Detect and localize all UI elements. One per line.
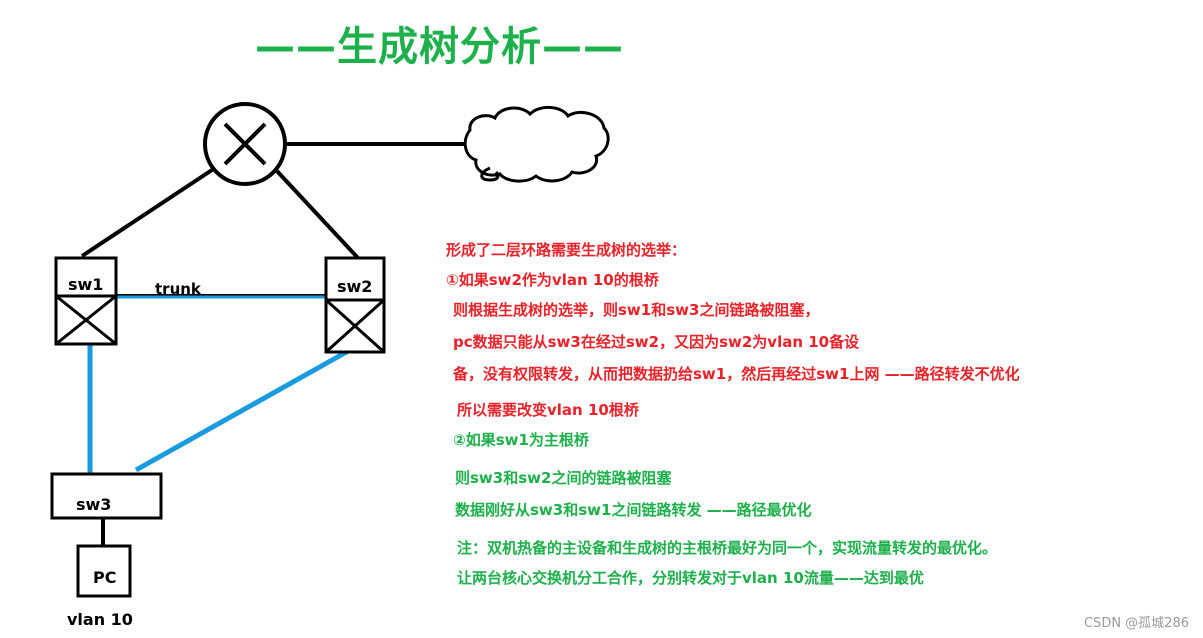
pc-box — [76, 544, 132, 598]
switch-sw1 — [54, 256, 118, 346]
note-line-2: ①如果sw2作为vlan 10的根桥 — [446, 271, 659, 289]
note-line-8: 则sw3和sw2之间的链路被阻塞 — [455, 469, 672, 487]
cloud-icon — [463, 106, 610, 183]
switch-sw3 — [50, 472, 163, 520]
pc-label: PC — [93, 568, 116, 587]
vlan-label: vlan 10 — [67, 610, 133, 629]
link-sw2-sw3 — [134, 347, 352, 473]
sw3-label: sw3 — [76, 495, 111, 514]
trunk-label: trunk — [155, 280, 202, 298]
page-title: ——生成树分析—— — [255, 24, 624, 70]
note-line-4: pc数据只能从sw3在经过sw2，又因为sw2为vlan 10备设 — [453, 333, 860, 351]
note-line-3: 则根据生成树的选举，则sw1和sw3之间链路被阻塞， — [453, 301, 820, 319]
note-line-6: 所以需要改变vlan 10根桥 — [457, 401, 639, 419]
switch-sw2 — [324, 256, 386, 354]
sw1-label: sw1 — [68, 275, 103, 294]
watermark: CSDN @孤城286 — [1083, 616, 1189, 631]
note-line-10: 注：双机热备的主设备和生成树的主根桥最好为同一个，实现流量转发的最优化。 — [457, 539, 998, 557]
link-router-sw1 — [80, 164, 220, 258]
note-line-7: ②如果sw1为主根桥 — [453, 431, 589, 449]
note-line-1: 形成了二层环路需要生成树的选举： — [446, 241, 687, 259]
link-router-sw2 — [274, 168, 360, 260]
sw2-label: sw2 — [337, 277, 372, 296]
note-line-5: 备，没有权限转发，从而把数据扔给sw1，然后再经过sw1上网 ——路径转发不优化 — [453, 365, 1020, 383]
note-line-11: 让两台核心交换机分工合作，分别转发对于vlan 10流量——达到最优 — [457, 569, 924, 587]
router-icon — [203, 102, 287, 186]
note-line-9: 数据刚好从sw3和sw1之间链路转发 ——路径最优化 — [455, 501, 812, 519]
